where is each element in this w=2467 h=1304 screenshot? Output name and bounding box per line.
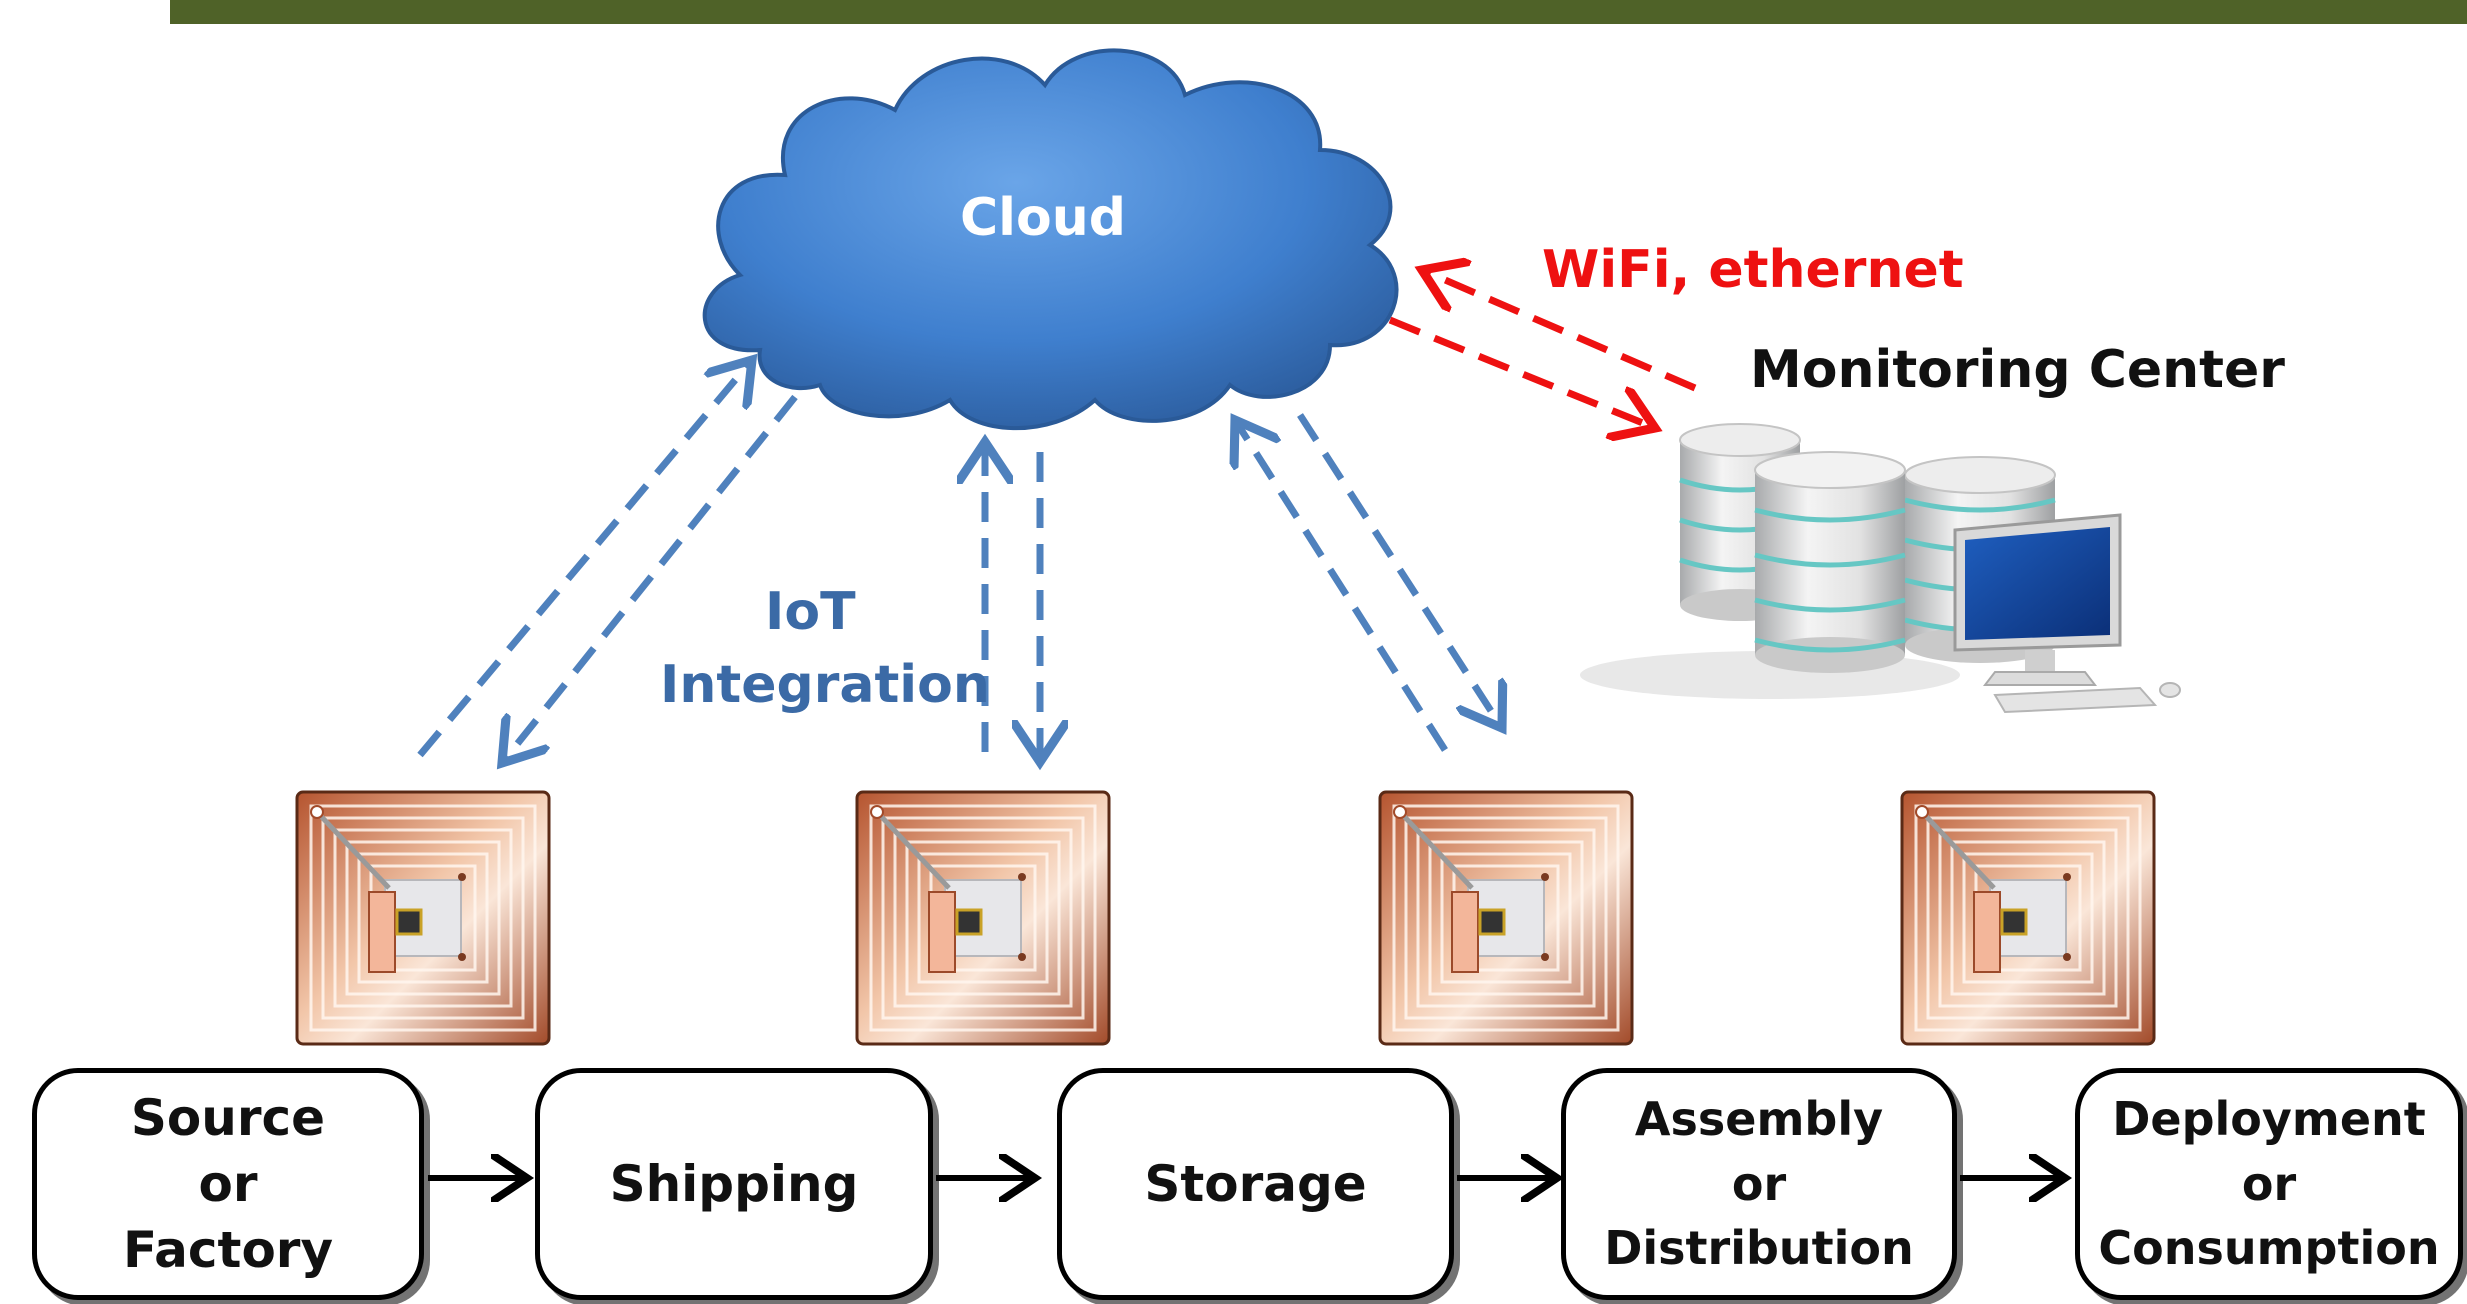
- stage-label: Assembly or Distribution: [1604, 1092, 1914, 1276]
- rfid-tag-icon: [1378, 790, 1634, 1046]
- cloud-icon: [702, 48, 1399, 431]
- iot-label-line2: Integration: [660, 655, 990, 715]
- monitoring-center-label: Monitoring Center: [1750, 340, 2285, 400]
- stage-source-factory: Source or Factory: [32, 1068, 424, 1300]
- network-arrow-to-cloud: [1422, 270, 1697, 392]
- rfid-tag-icon: [855, 790, 1111, 1046]
- stage-label: Storage: [1144, 1155, 1367, 1213]
- stage-storage: Storage: [1057, 1068, 1454, 1300]
- stage-deployment-consumption: Deployment or Consumption: [2075, 1068, 2463, 1300]
- network-label: WiFi, ethernet: [1542, 240, 1964, 300]
- iot-arrow-storage-up: [1235, 420, 1448, 752]
- stage-shipping: Shipping: [535, 1068, 933, 1300]
- network-arrow-to-monitoring: [1388, 316, 1655, 428]
- header-bar: [170, 0, 2467, 24]
- rfid-tags: [295, 790, 2156, 1046]
- stage-label: Source or Factory: [122, 1089, 334, 1279]
- rfid-tag-icon: [295, 790, 551, 1046]
- cloud-label: Cloud: [960, 188, 1126, 248]
- iot-arrow-source-down: [502, 394, 798, 763]
- stage-label: Shipping: [609, 1155, 859, 1213]
- iot-arrow-source-up: [417, 360, 752, 758]
- server-computer-icon: [1580, 423, 2181, 714]
- network-arrows: [1388, 270, 1697, 428]
- stage-label: Deployment or Consumption: [2098, 1092, 2440, 1276]
- rfid-tag-icon: [1900, 790, 2156, 1046]
- iot-connection-arrows: [417, 360, 1502, 763]
- iot-label-line1: IoT: [765, 582, 856, 642]
- stage-assembly-distribution: Assembly or Distribution: [1561, 1068, 1957, 1300]
- iot-arrow-storage-down: [1297, 413, 1502, 728]
